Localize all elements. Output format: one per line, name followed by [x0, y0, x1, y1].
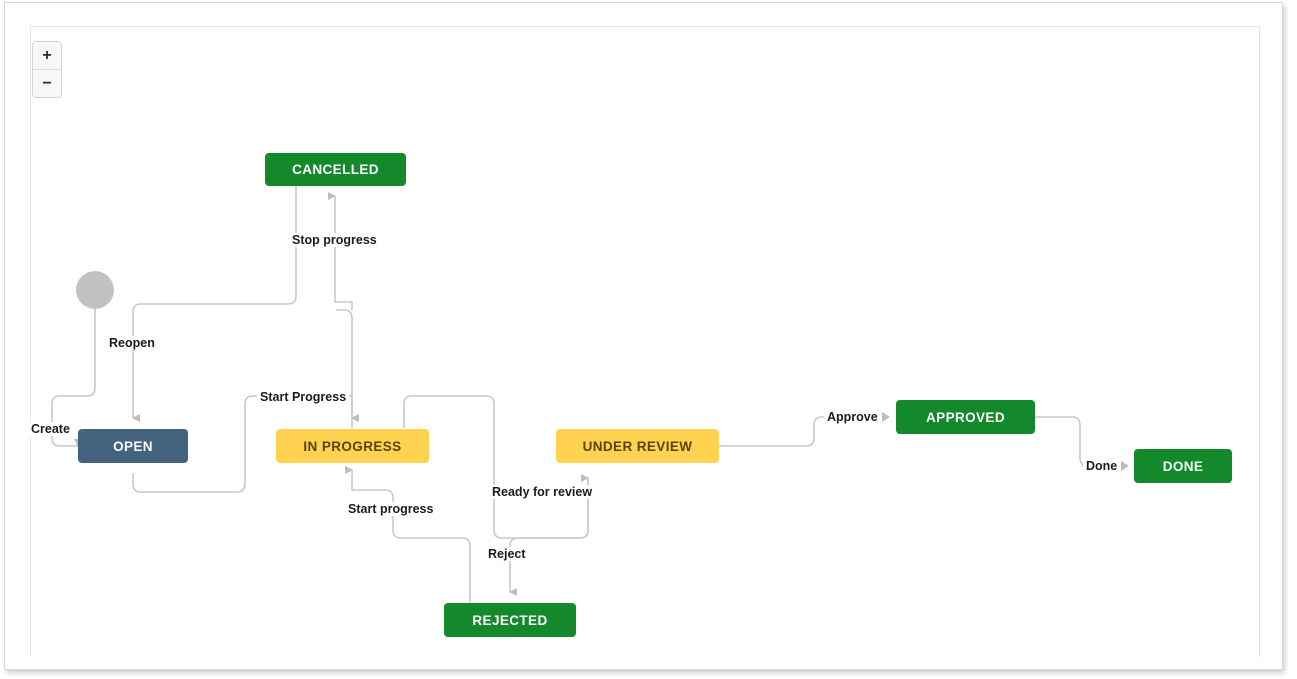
edge-label-stop-progress: Stop progress — [289, 233, 380, 247]
edge-label-done-text: Done — [1086, 459, 1118, 473]
edge-label-ready-for-review: Ready for review — [489, 485, 596, 499]
edge-label-done: Done — [1083, 459, 1133, 473]
edge-label-approve-text: Approve — [827, 410, 878, 424]
node-done[interactable]: DONE — [1134, 449, 1232, 483]
node-under-review[interactable]: UNDER REVIEW — [556, 429, 719, 463]
diagram-canvas[interactable] — [30, 26, 1260, 657]
edge-label-approve: Approve — [824, 410, 893, 424]
page-frame — [4, 2, 1283, 670]
edge-label-start-progress-open: Start Progress — [257, 390, 350, 404]
edge-label-create: Create — [28, 422, 73, 436]
node-open[interactable]: OPEN — [78, 429, 188, 463]
node-in-progress[interactable]: IN PROGRESS — [276, 429, 429, 463]
arrow-right-icon — [1121, 461, 1130, 471]
node-start-circle[interactable] — [76, 271, 114, 309]
edge-label-reject: Reject — [485, 547, 529, 561]
node-rejected[interactable]: REJECTED — [444, 603, 576, 637]
edge-label-start-progress-rejected: Start progress — [345, 502, 437, 516]
edge-label-reopen: Reopen — [106, 336, 158, 350]
node-cancelled[interactable]: CANCELLED — [265, 153, 406, 186]
zoom-controls[interactable]: + − — [32, 41, 62, 98]
arrow-right-icon — [881, 412, 890, 422]
zoom-in-button[interactable]: + — [33, 42, 61, 70]
zoom-out-button[interactable]: − — [33, 70, 61, 97]
node-approved[interactable]: APPROVED — [896, 400, 1035, 434]
